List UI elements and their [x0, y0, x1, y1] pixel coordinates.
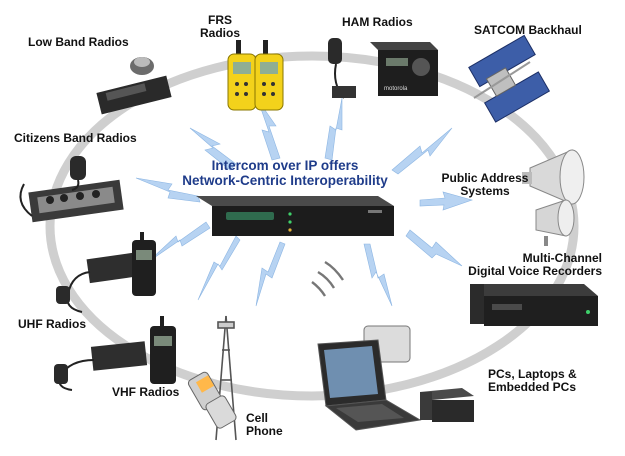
label-voice-recorders: Multi-Channel Digital Voice Recorders [438, 252, 602, 278]
diagram-title: Intercom over IP offers Network-Centric … [150, 158, 420, 188]
label-cell-line-2: Phone [246, 424, 283, 438]
label-recorders-line-1: Multi-Channel [522, 251, 602, 265]
label-uhf-radios: UHF Radios [18, 317, 87, 331]
label-public-address: Public Address Systems [432, 172, 538, 198]
label-citizens-band-radios: Citizens Band Radios [14, 131, 137, 145]
label-frs-line-2: Radios [199, 26, 240, 40]
label-frs-line-1: FRS [208, 13, 232, 27]
bolt-to-public-address [419, 191, 474, 211]
label-low-band-radios: Low Band Radios [28, 35, 129, 49]
signal-bolts [135, 97, 474, 307]
label-cell-line-1: Cell [246, 411, 269, 425]
network-ring [45, 51, 579, 401]
bolt-to-satcom [391, 127, 453, 175]
bolt-to-pcs [363, 243, 393, 307]
low-band-radio-device [96, 57, 172, 115]
label-satcom-backhaul: SATCOM Backhaul [474, 23, 582, 37]
vhf-radio-device [54, 316, 176, 391]
label-recorders-line-2: Digital Voice Recorders [468, 264, 602, 278]
title-line-1: Intercom over IP offers [211, 158, 359, 173]
public-address-horn-device [522, 149, 585, 246]
label-ham-radios: HAM Radios [342, 15, 413, 29]
label-pcs-laptops: PCs, Laptops & Embedded PCs [488, 368, 577, 394]
cell-phone-device [187, 371, 237, 429]
bolt-to-frs [257, 99, 281, 161]
bolt-to-vhf [197, 235, 241, 301]
uhf-radio-device [56, 232, 156, 313]
label-frs-radios: FRS Radios [190, 14, 250, 40]
ham-radio-device: motorola [328, 38, 438, 99]
label-pcs-line-2: Embedded PCs [488, 380, 577, 394]
bolt-to-low-band [189, 127, 237, 171]
ham-brand-text: motorola [384, 86, 408, 92]
label-public-address-line-2: Systems [460, 184, 510, 198]
bolt-to-ham [324, 97, 343, 161]
embedded-pc-device [420, 388, 474, 422]
bolt-to-citizens [135, 177, 201, 203]
bolt-to-cell [255, 241, 286, 307]
label-cell-phone: Cell Phone [246, 412, 283, 438]
intercom-hub-device [196, 196, 394, 236]
citizens-band-radio-device [19, 156, 124, 223]
bolt-to-recorders [405, 229, 463, 267]
laptop-pc-device [317, 325, 422, 431]
label-pcs-line-1: PCs, Laptops & [488, 367, 577, 381]
wireless-arcs [311, 260, 344, 297]
satcom-satellite-device [468, 34, 551, 123]
title-line-2: Network-Centric Interoperability [182, 173, 388, 188]
label-vhf-radios: VHF Radios [112, 385, 180, 399]
frs-radios-device [227, 40, 284, 111]
voice-recorder-device [470, 284, 598, 326]
bolt-to-uhf [147, 221, 211, 263]
label-public-address-line-1: Public Address [441, 171, 529, 185]
